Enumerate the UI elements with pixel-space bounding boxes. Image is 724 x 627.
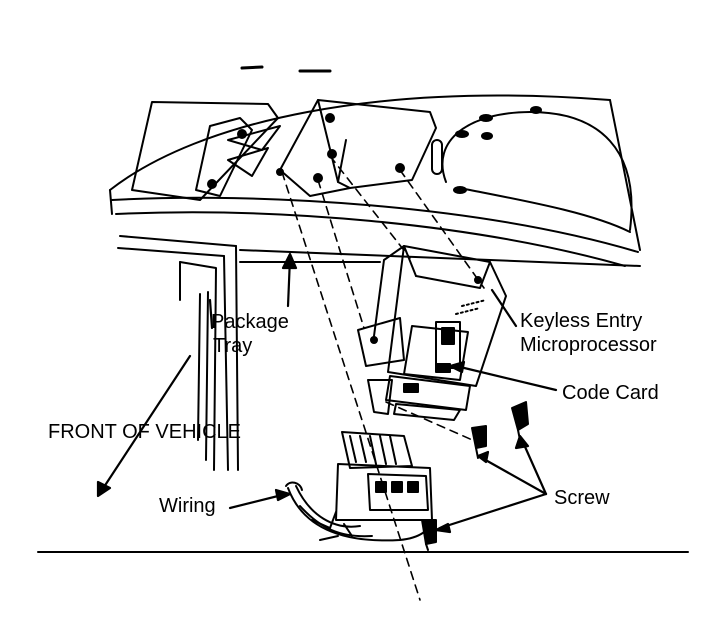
left-bracket	[131, 101, 281, 201]
code-card-label: Code Card	[562, 382, 659, 404]
leader-arrows	[96, 252, 558, 534]
top-edges	[240, 65, 332, 73]
screw-label: Screw	[554, 487, 610, 509]
center-bracket	[276, 99, 437, 197]
wiring-harness	[285, 431, 433, 542]
keyless-entry-label-line-1: Keyless Entry	[520, 310, 643, 332]
keyless-entry-label: Keyless Entry Microprocessor	[520, 309, 657, 357]
screw-1	[511, 401, 529, 441]
package-tray-panel	[109, 94, 641, 267]
keyless-entry-label-line-2: Microprocessor	[520, 334, 657, 356]
package-tray-label-line-1: Package	[211, 311, 289, 333]
package-tray-label: Package Tray	[211, 310, 289, 358]
screws	[421, 401, 529, 551]
front-of-vehicle-label: FRONT OF VEHICLE	[48, 421, 241, 443]
keyless-entry-module	[357, 245, 507, 421]
package-tray-label-line-2: Tray	[213, 335, 253, 357]
trim-pillar	[117, 235, 641, 471]
screw-3	[421, 519, 437, 551]
wiring-label: Wiring	[159, 495, 216, 517]
